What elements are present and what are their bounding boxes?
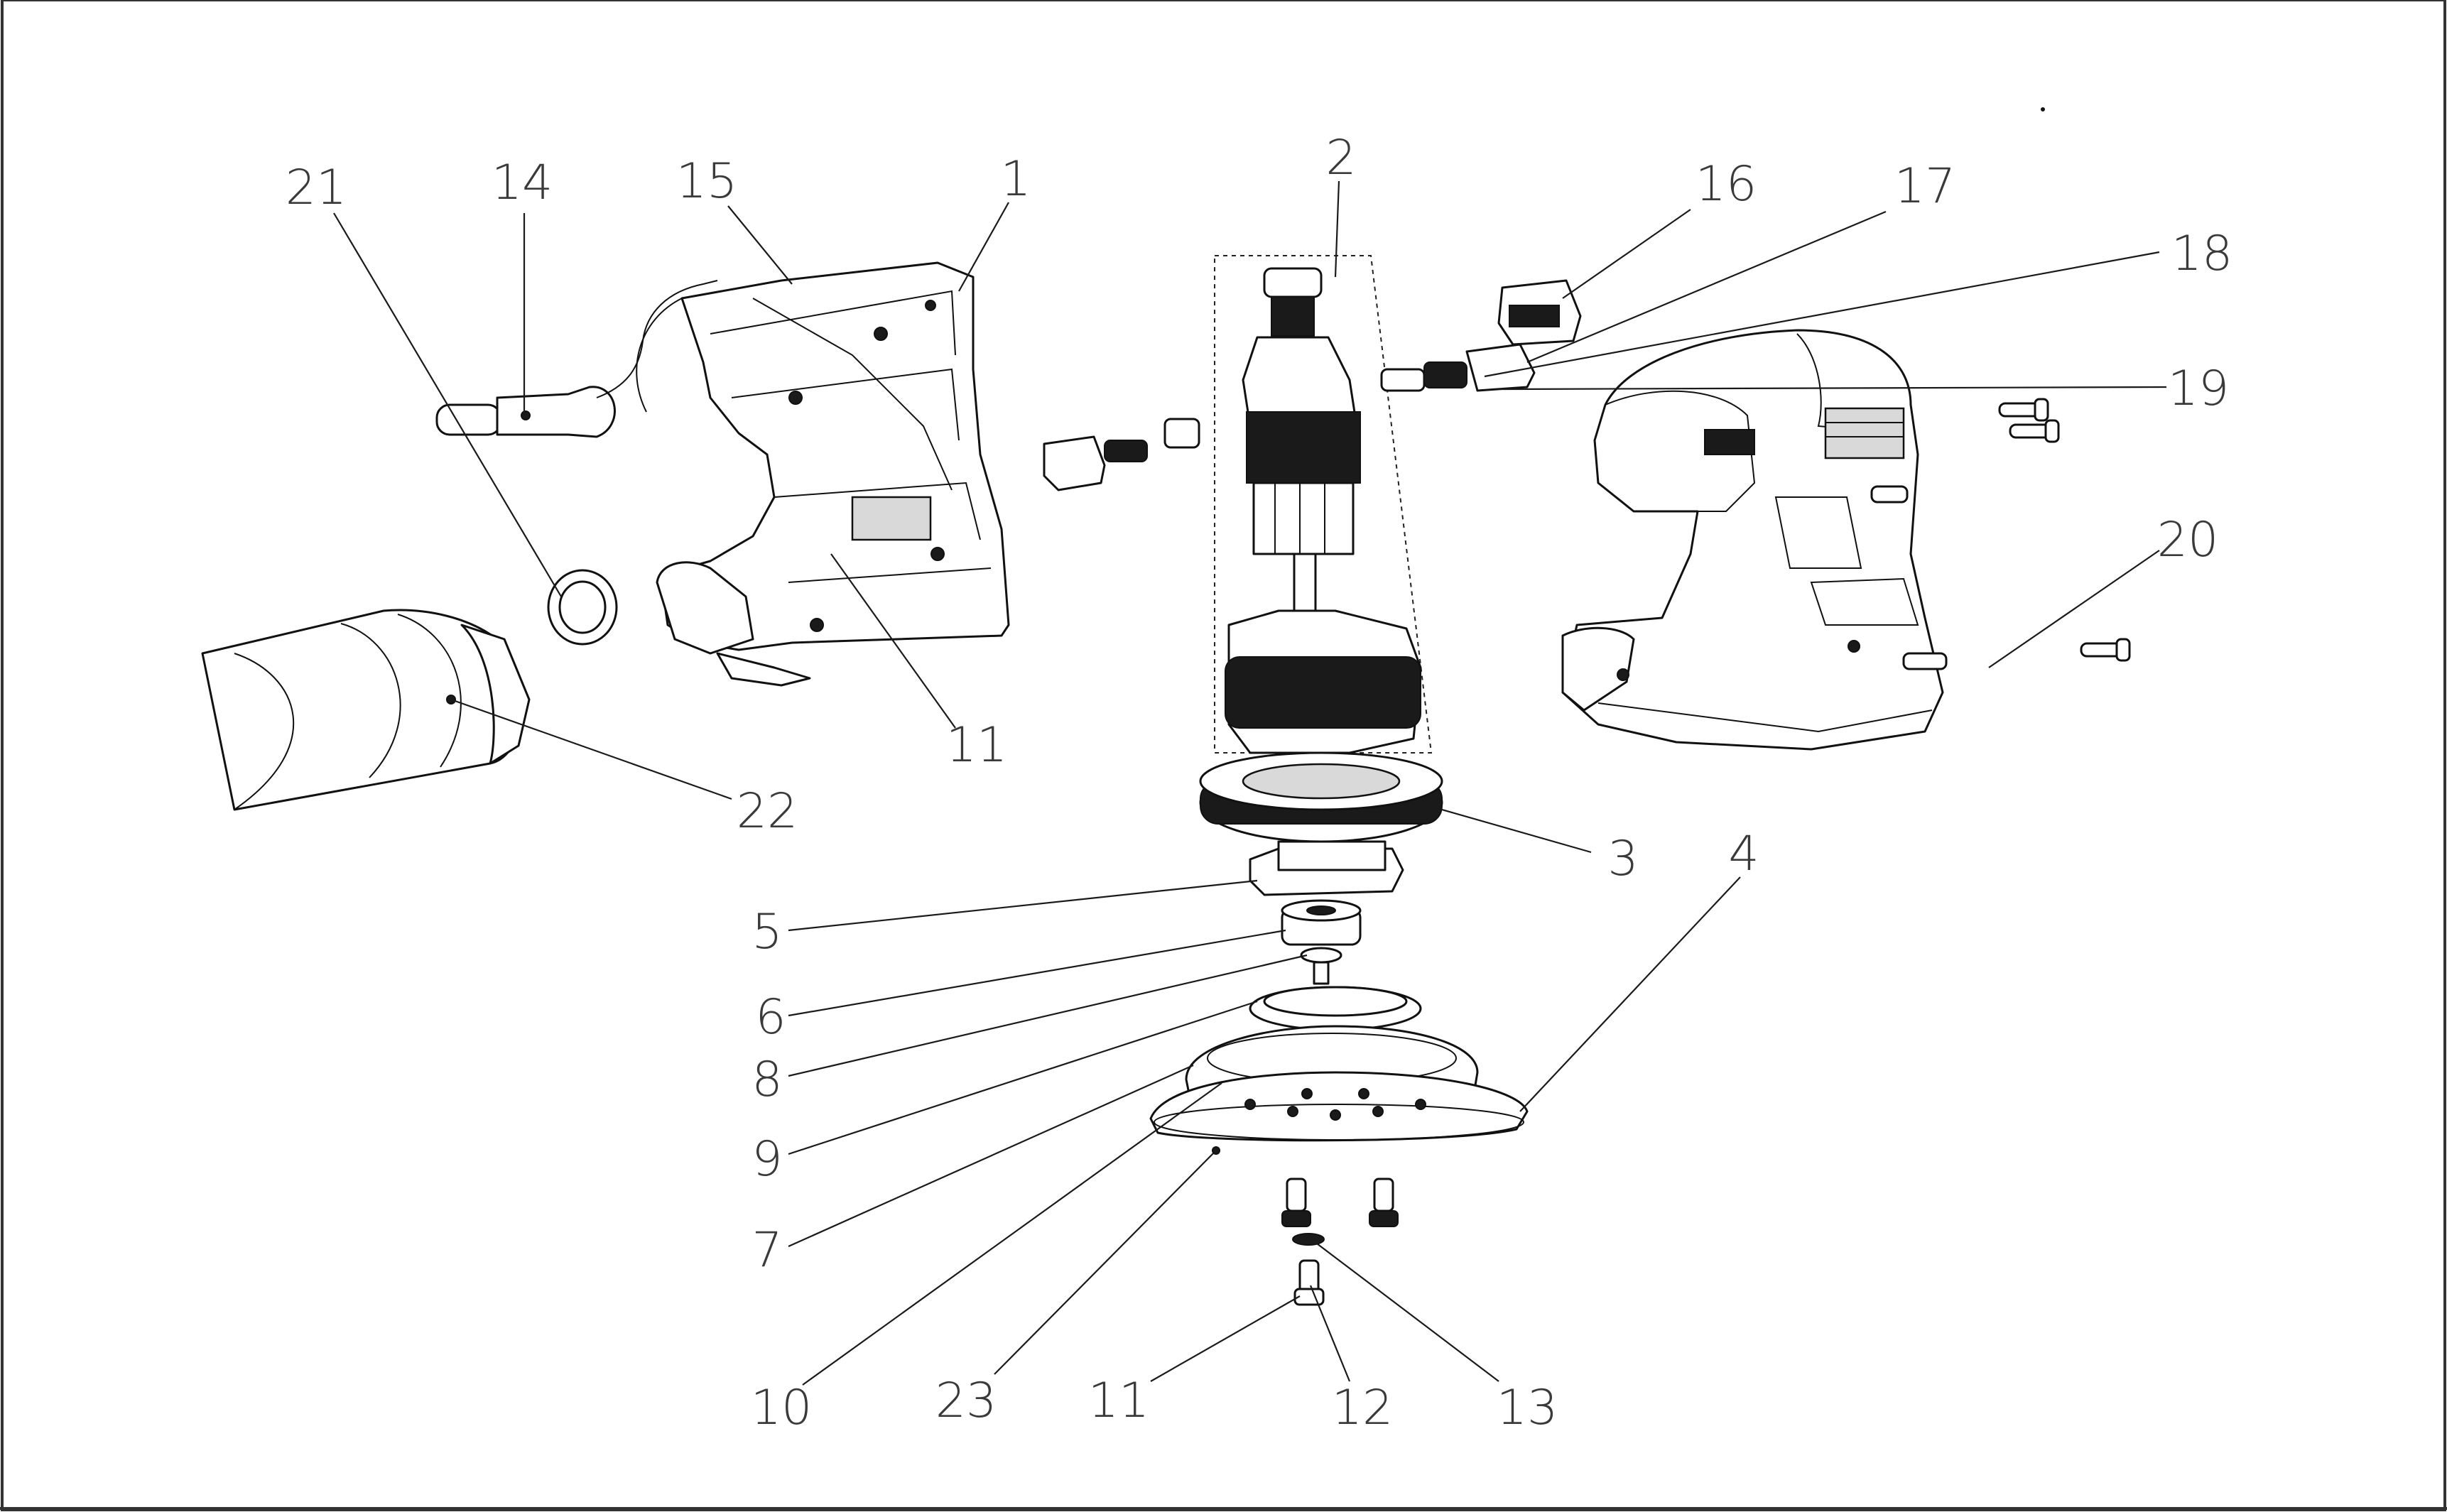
fan-part	[1199, 751, 1443, 843]
left-housing-part	[636, 261, 1010, 687]
cord-strain-relief-part	[435, 280, 718, 438]
leader-17	[1526, 210, 1887, 364]
armature-motor-part	[1214, 255, 1467, 754]
o-ring-part	[547, 569, 618, 646]
leader-lines	[333, 180, 2167, 1386]
callout-12: 12	[1332, 1380, 1394, 1436]
washer-part	[1300, 947, 1342, 985]
switch-right-part	[1465, 279, 1582, 392]
leader-3	[1441, 808, 1592, 854]
leader-7	[788, 1064, 1194, 1248]
callout-labels: 21 14 15 1 2 16 17 18 19 20 11 22 3 4 5 …	[286, 130, 2233, 1436]
callout-11-top: 11	[946, 717, 1008, 773]
callout-23: 23	[935, 1373, 997, 1429]
callout-3: 3	[1607, 831, 1638, 887]
callout-19: 19	[2168, 361, 2230, 417]
callout-5: 5	[752, 904, 782, 960]
right-housing-part	[1561, 329, 1948, 751]
callout-2: 2	[1325, 130, 1356, 186]
bearing-housing-part	[1249, 840, 1404, 896]
leader-15	[727, 205, 793, 285]
leader-21	[333, 212, 562, 597]
callout-4: 4	[1728, 826, 1759, 882]
callout-10: 10	[751, 1380, 813, 1436]
housing-screws-part	[1998, 398, 2131, 662]
sanding-pad-base-part	[1149, 1071, 1529, 1142]
callout-18: 18	[2171, 226, 2233, 282]
bearing-part	[1281, 899, 1362, 946]
leader-1	[958, 202, 1009, 292]
leader-11-bottom	[1150, 1295, 1301, 1382]
leader-19	[1498, 386, 2167, 391]
callout-7: 7	[752, 1222, 782, 1278]
leader-13	[1313, 1241, 1499, 1382]
leader-12	[1309, 1285, 1351, 1382]
pad-screws-part	[1281, 1177, 1399, 1306]
leader-2	[1334, 180, 1340, 278]
leader-16	[1562, 209, 1691, 299]
callout-9: 9	[752, 1131, 782, 1187]
switch-terminal-left-part	[1043, 418, 1200, 491]
callout-21: 21	[286, 160, 347, 216]
callout-8: 8	[752, 1052, 782, 1108]
leader-23-dot	[1212, 1146, 1220, 1155]
leader-4	[1519, 876, 1741, 1112]
callout-13: 13	[1497, 1380, 1558, 1436]
leader-11-top	[830, 553, 956, 729]
leader-18	[1484, 251, 2160, 378]
leader-10	[802, 1082, 1222, 1386]
leader-9	[788, 1000, 1258, 1155]
leader-20	[1988, 550, 2160, 668]
callout-20: 20	[2157, 512, 2219, 568]
leader-23	[994, 1150, 1217, 1375]
leader-22	[450, 698, 732, 800]
leader-6	[788, 929, 1286, 1017]
callout-14: 14	[492, 155, 553, 211]
callout-17: 17	[1894, 158, 1956, 214]
leader-5	[788, 879, 1258, 932]
callout-16: 16	[1695, 156, 1757, 212]
callout-11-bottom: 11	[1088, 1373, 1150, 1429]
leader-8	[788, 954, 1308, 1077]
stray-mark	[2041, 107, 2045, 112]
callout-22: 22	[737, 783, 798, 839]
wire-lead-part	[752, 298, 953, 491]
callout-6: 6	[755, 989, 786, 1045]
callout-1: 1	[1000, 151, 1031, 207]
pad-mounting-plate-part	[1249, 986, 1422, 1031]
callout-15: 15	[676, 153, 738, 210]
dust-canister-part	[201, 609, 531, 811]
